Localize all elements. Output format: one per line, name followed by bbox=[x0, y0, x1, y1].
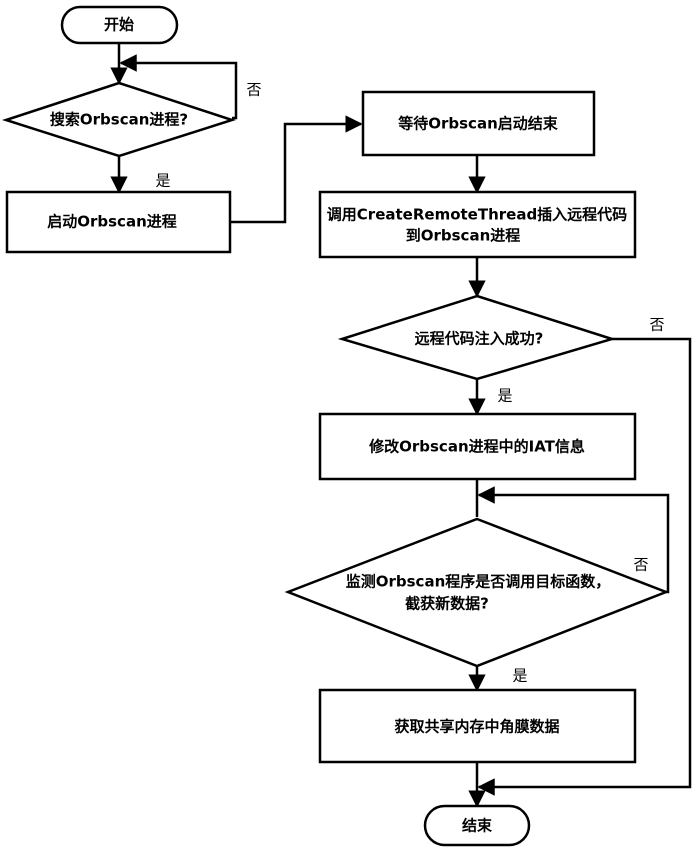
search-decision bbox=[1, 81, 237, 158]
edge-launch-to-wait bbox=[230, 115, 363, 224]
search-yes-label: 是 bbox=[155, 172, 170, 190]
fetch-data-box bbox=[318, 688, 637, 764]
inject-yes-label: 是 bbox=[497, 387, 512, 405]
inject-remote-code-box bbox=[318, 190, 637, 259]
edge-search-no-loop bbox=[119, 54, 238, 120]
monitor-label-line1: 监测Orbscan程序是否调用目标函数， bbox=[346, 573, 611, 591]
inject-remote-code-line1: 调用CreateRemoteThread插入远程代码 bbox=[327, 206, 627, 224]
end-label: 结束 bbox=[462, 817, 493, 835]
end-node bbox=[423, 804, 531, 847]
inject-check-decision bbox=[337, 294, 617, 381]
fetch-data-label: 获取共享内存中角膜数据 bbox=[394, 718, 559, 736]
monitor-label-line2: 截获新数据? bbox=[405, 595, 489, 613]
modify-iat-box bbox=[318, 412, 637, 481]
edge-check-no-to-end bbox=[477, 337, 692, 796]
inject-no-label: 否 bbox=[649, 316, 664, 334]
wait-startup-box bbox=[361, 90, 596, 157]
monitor-yes-label: 是 bbox=[512, 667, 527, 685]
start-label: 开始 bbox=[104, 16, 134, 34]
search-label: 搜索Orbscan进程? bbox=[50, 111, 188, 129]
launch-process-box bbox=[5, 190, 232, 254]
monitor-no-label: 否 bbox=[633, 556, 648, 574]
modify-iat-label: 修改Orbscan进程中的IAT信息 bbox=[368, 438, 585, 456]
launch-process-label: 启动Orbscan进程 bbox=[47, 213, 177, 231]
monitor-decision bbox=[284, 517, 670, 668]
inject-remote-code-line2: 到Orbscan进程 bbox=[406, 227, 521, 245]
wait-startup-label: 等待Orbscan启动结束 bbox=[398, 115, 559, 133]
inject-check-label: 远程代码注入成功? bbox=[415, 330, 544, 348]
search-no-label: 否 bbox=[246, 81, 261, 99]
start-node bbox=[60, 5, 179, 45]
